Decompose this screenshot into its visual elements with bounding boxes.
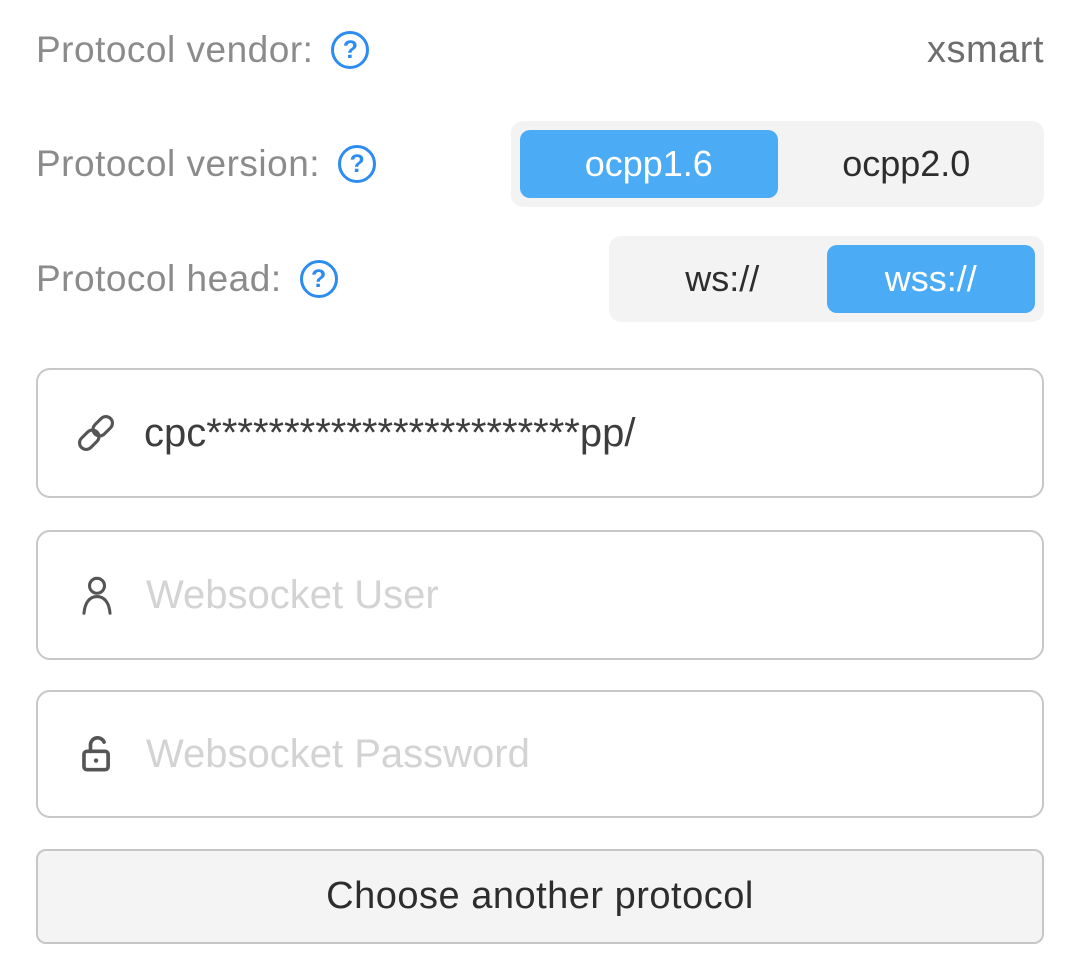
protocol-version-row: Protocol version: ? ocpp1.6 ocpp2.0: [36, 121, 1044, 207]
websocket-password-field-container: [36, 690, 1044, 818]
protocol-vendor-row: Protocol vendor: ? xsmart: [36, 22, 1044, 78]
segment-ocpp20[interactable]: ocpp2.0: [842, 143, 971, 184]
protocol-vendor-label-group: Protocol vendor: ?: [36, 29, 370, 71]
protocol-version-segmented-control: ocpp1.6 ocpp2.0: [511, 121, 1044, 207]
question-circle-icon[interactable]: ?: [338, 145, 377, 183]
protocol-head-label: Protocol head:: [36, 258, 282, 299]
websocket-url-input[interactable]: [144, 410, 1012, 456]
protocol-vendor-label: Protocol vendor:: [36, 29, 314, 70]
protocol-version-label: Protocol version:: [36, 143, 321, 184]
person-icon: [82, 576, 112, 615]
protocol-head-label-group: Protocol head: ?: [36, 258, 338, 300]
segment-ocpp16[interactable]: ocpp1.6: [520, 130, 778, 198]
websocket-user-field-container: [36, 530, 1044, 660]
websocket-password-input[interactable]: [146, 731, 1012, 777]
link-icon: [77, 414, 115, 452]
protocol-version-label-group: Protocol version: ?: [36, 143, 377, 185]
question-circle-icon[interactable]: ?: [299, 260, 338, 298]
protocol-head-row: Protocol head: ? ws:// wss://: [36, 236, 1044, 322]
segment-wss[interactable]: wss://: [826, 245, 1035, 313]
websocket-user-input[interactable]: [146, 572, 1012, 618]
protocol-vendor-value: xsmart: [927, 28, 1044, 71]
choose-another-protocol-button[interactable]: Choose another protocol: [36, 849, 1044, 944]
segment-ws[interactable]: ws://: [685, 258, 760, 299]
lock-open-icon: [82, 736, 110, 772]
question-circle-icon[interactable]: ?: [331, 31, 370, 69]
websocket-url-field-container: [36, 368, 1044, 498]
protocol-head-segmented-control: ws:// wss://: [609, 236, 1044, 322]
